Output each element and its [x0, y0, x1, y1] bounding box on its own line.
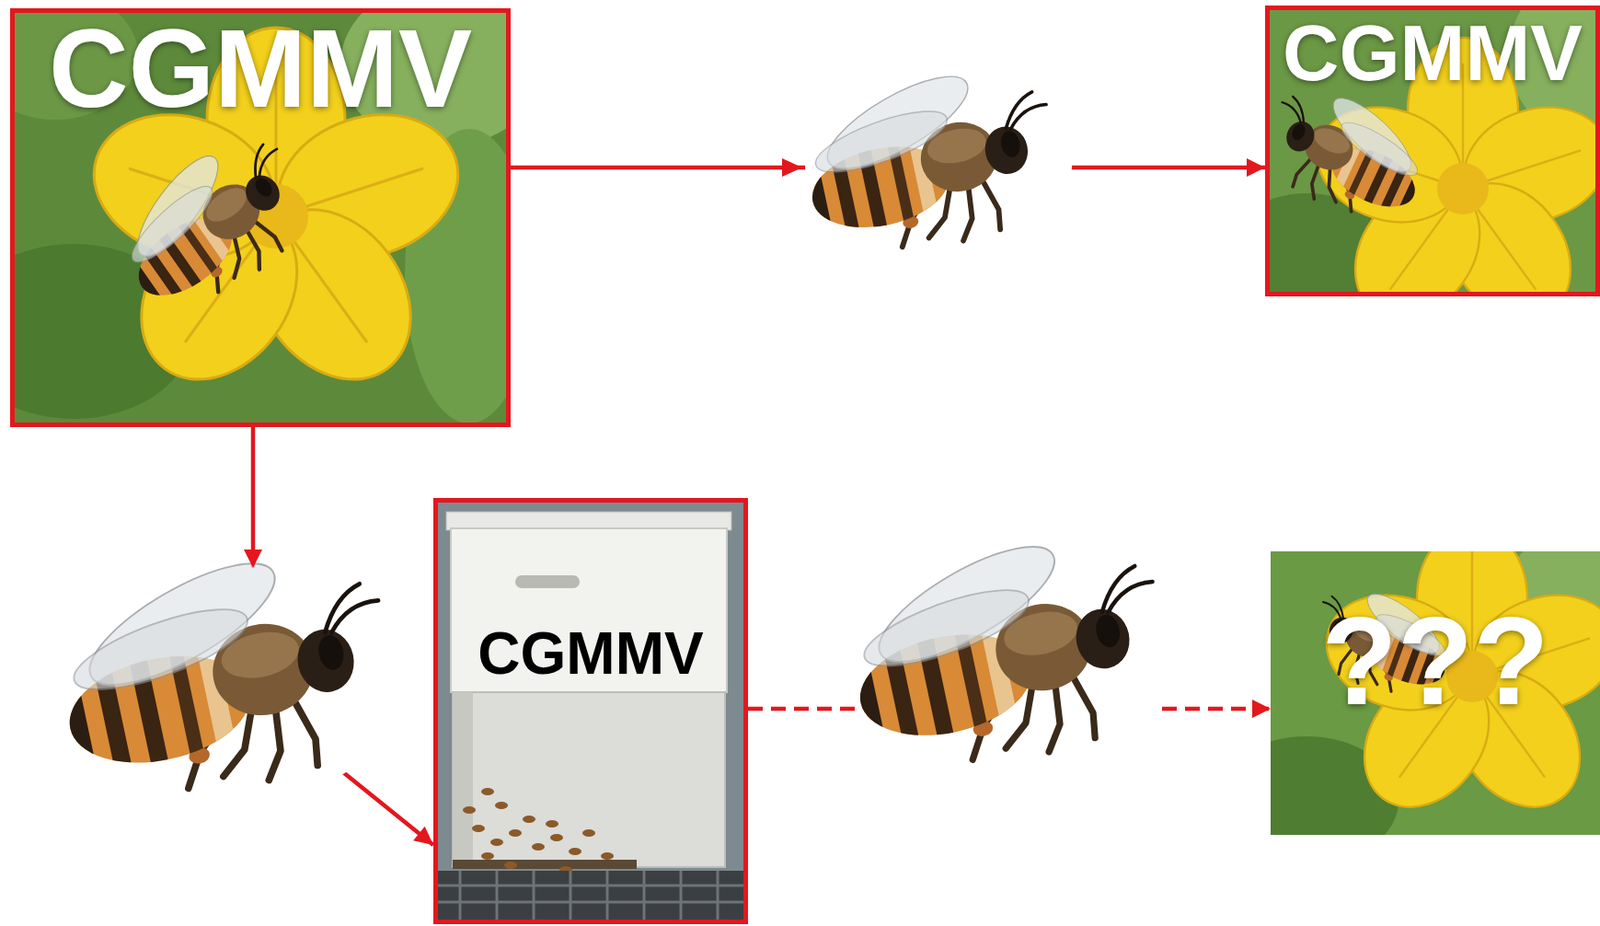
beehive-photo — [437, 502, 744, 920]
photo-box: CGMMV — [10, 8, 511, 427]
beehive-photo — [569, 870, 573, 920]
photo-box: CGMMV — [1265, 5, 1600, 297]
photo-box: CGMMV — [433, 497, 749, 924]
beehive-photo — [437, 870, 744, 920]
beehive-photo — [452, 859, 637, 869]
flower-photo — [90, 109, 329, 334]
beehive-photo — [508, 828, 522, 837]
beehive-photo — [490, 838, 504, 846]
beehive-photo — [532, 870, 536, 920]
beehive-photo — [606, 870, 610, 920]
flower-photo — [1270, 551, 1600, 835]
flower-photo — [14, 12, 507, 423]
beehive-photo — [459, 870, 462, 920]
beehive-photo — [452, 691, 726, 867]
node-label: CGMMV — [48, 12, 472, 124]
beehive-photo — [471, 824, 485, 832]
beehive-photo — [550, 833, 564, 841]
beehive-photo — [582, 828, 596, 837]
beehive-photo — [679, 870, 683, 920]
beehive-photo — [495, 870, 499, 920]
flying-bees — [31, 518, 410, 820]
flower-photo — [1311, 551, 1600, 831]
beehive-photo — [568, 847, 582, 855]
beehive-photo — [437, 502, 744, 920]
beehive-photo — [531, 842, 545, 851]
flying-bees — [783, 43, 1071, 272]
flying-bees — [824, 504, 1183, 790]
node-label: ??? — [1321, 598, 1549, 724]
beehive-photo — [494, 801, 508, 809]
beehive-photo — [515, 575, 580, 588]
arrow-head — [782, 158, 803, 177]
beehive-photo — [437, 900, 744, 904]
beehive-photo — [716, 870, 720, 920]
beehive-photo — [504, 861, 518, 869]
beehive-photo — [643, 870, 646, 920]
beehive-photo — [437, 884, 744, 887]
node-label: CGMMV — [1282, 13, 1583, 93]
beehive-photo — [452, 691, 473, 867]
beehive-photo — [481, 787, 495, 795]
arrow-head — [243, 549, 263, 568]
beehive-photo — [545, 819, 559, 828]
beehive-photo — [437, 870, 744, 920]
beehive-photo — [450, 528, 727, 692]
node-label: CGMMV — [477, 623, 703, 683]
beehive-photo — [481, 851, 495, 860]
flower-photo — [1269, 10, 1600, 292]
beehive-photo — [462, 805, 476, 814]
beehive-photo — [522, 815, 536, 823]
beehive-photo — [600, 851, 614, 860]
photo-panel: ??? — [1270, 551, 1600, 835]
